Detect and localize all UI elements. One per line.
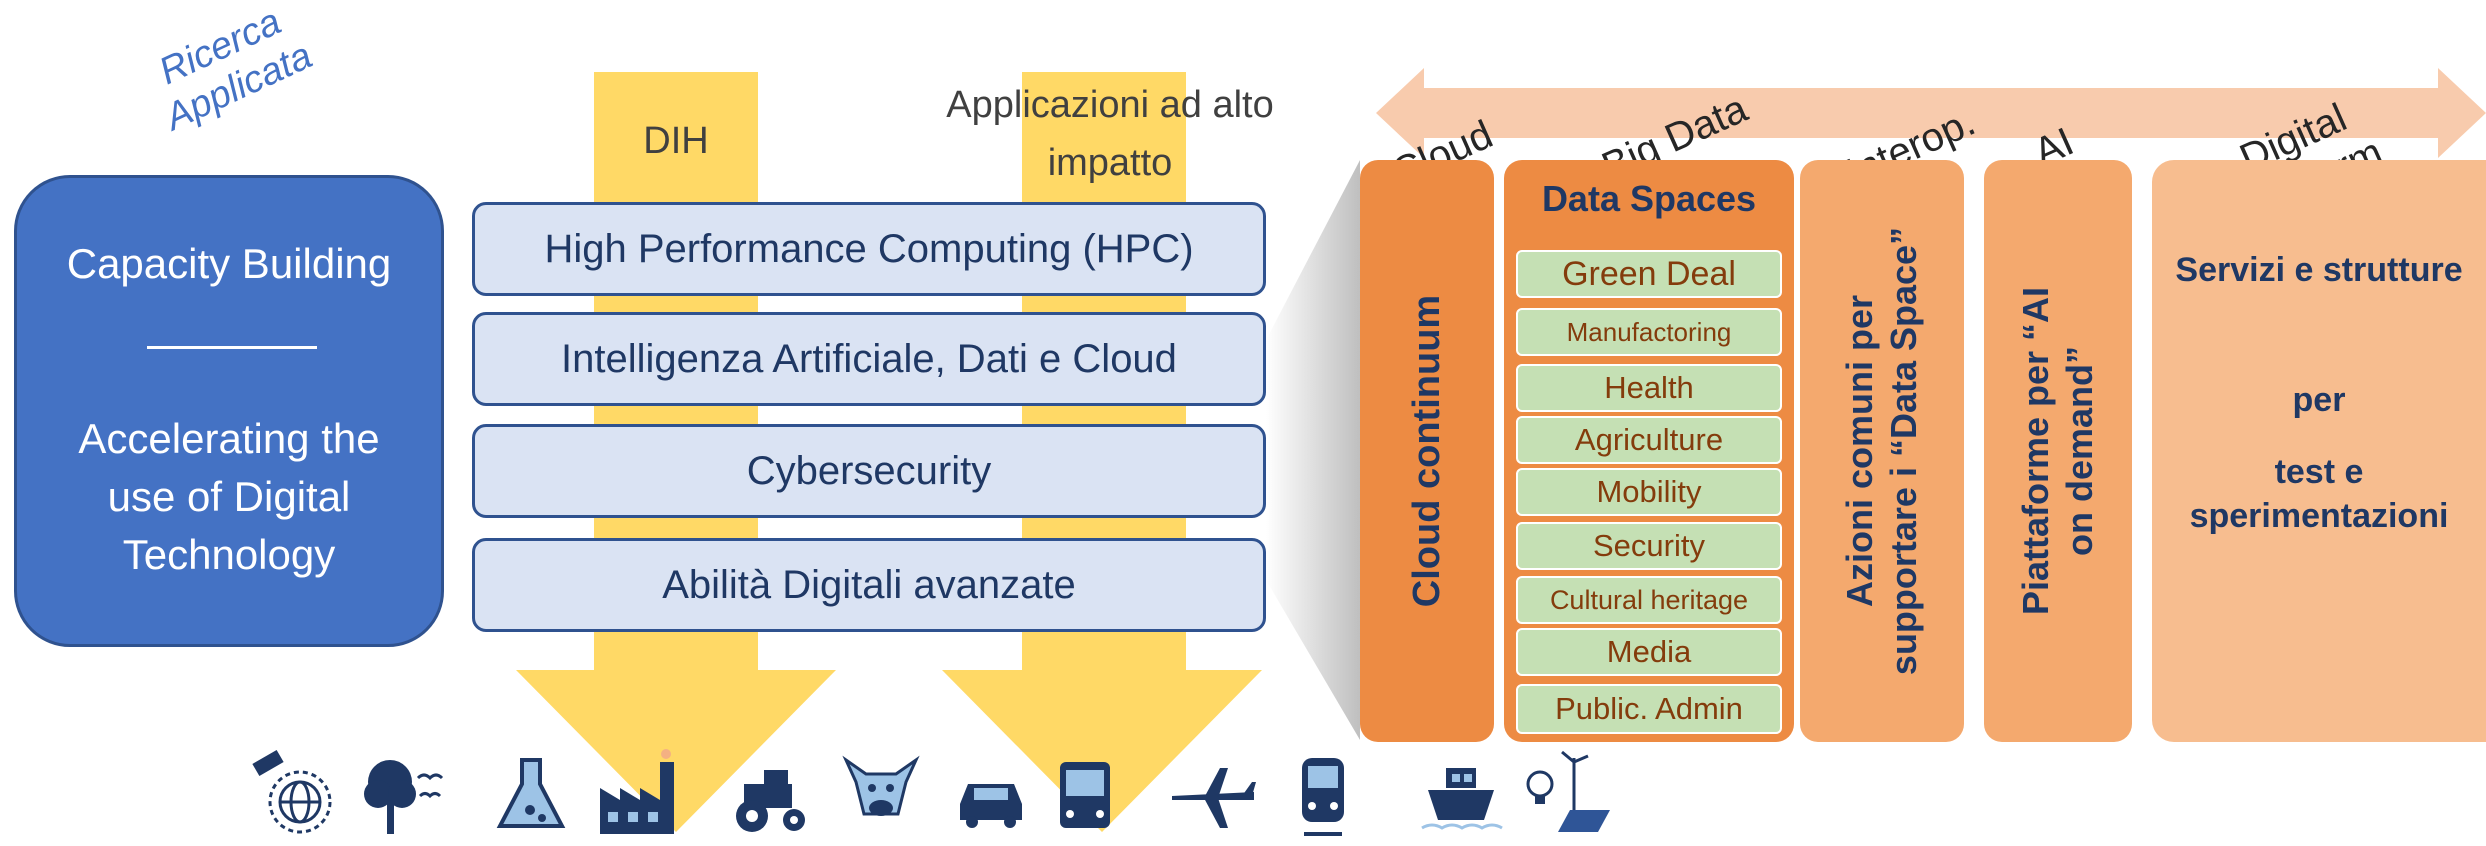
dih-label: DIH: [643, 120, 709, 162]
research-tag-line1: Ricerca Applicata: [152, 0, 319, 139]
services-line3: test e sperimentazioni: [2189, 453, 2449, 535]
applications-arrow: [942, 670, 1262, 832]
capacity-subtitle: Accelerating the use of Digital Technolo…: [78, 415, 380, 578]
flask-icon: [496, 758, 566, 828]
lightbulb-renewables-icon: [1526, 750, 1610, 832]
column-cloud-continuum: Cloud continuum: [1360, 160, 1494, 742]
data-space-agriculture: Agriculture: [1516, 416, 1782, 464]
applications-label: Applicazioni ad alto impatto: [946, 84, 1274, 184]
tree-birds-icon: [364, 760, 444, 834]
data-space-cultural-heritage: Cultural heritage: [1516, 576, 1782, 624]
data-space-security: Security: [1516, 522, 1782, 570]
capacity-building-box: Capacity Building Accelerating the use o…: [14, 175, 444, 647]
ai-label: Piattaforme per “AI on demand”: [2015, 286, 2100, 616]
data-space-mobility: Mobility: [1516, 468, 1782, 516]
capacity-divider: [147, 346, 317, 349]
research-tag: Ricerca Applicata: [140, 0, 319, 140]
cloud-continuum-label: Cloud continuum: [1406, 294, 1448, 608]
capacity-title: Capacity Building: [66, 240, 392, 287]
layer-ai-data-cloud: Intelligenza Artificiale, Dati e Cloud: [472, 312, 1266, 406]
layer-hpc: High Performance Computing (HPC): [472, 202, 1266, 296]
data-space-health: Health: [1516, 364, 1782, 412]
train-icon: [1302, 758, 1344, 836]
dih-arrow: [516, 670, 836, 832]
column-services: Servizi e strutture per test e speriment…: [2152, 160, 2486, 742]
layer-digital-skills: Abilità Digitali avanzate: [472, 538, 1266, 632]
layer-cybersecurity: Cybersecurity: [472, 424, 1266, 518]
car-icon: [960, 784, 1022, 828]
data-space-manufactoring: Manufactoring: [1516, 308, 1782, 356]
cow-icon: [842, 755, 920, 816]
technology-band-arrow: [1376, 68, 2486, 158]
satellite-globe-icon: [252, 749, 332, 834]
connector-wedge: [1266, 160, 1360, 740]
ship-icon: [1421, 768, 1503, 830]
data-space-public-admin: Public. Admin: [1516, 684, 1782, 734]
bus-icon: [1060, 762, 1110, 828]
data-spaces-title: Data Spaces: [1541, 178, 1757, 219]
column-ai: Piattaforme per “AI on demand”: [1984, 160, 2132, 742]
services-line2: per: [2292, 381, 2346, 419]
data-space-green-deal: Green Deal: [1516, 250, 1782, 298]
column-interop: Azioni comuni per supportare i “Data Spa…: [1800, 160, 1964, 742]
services-line1: Servizi e strutture: [2175, 251, 2463, 289]
factory-icon: [600, 749, 674, 834]
tractor-icon: [736, 770, 805, 832]
interop-label: Azioni comuni per supportare i “Data Spa…: [1839, 226, 1924, 676]
data-space-media: Media: [1516, 628, 1782, 676]
airplane-icon: [1172, 768, 1256, 828]
